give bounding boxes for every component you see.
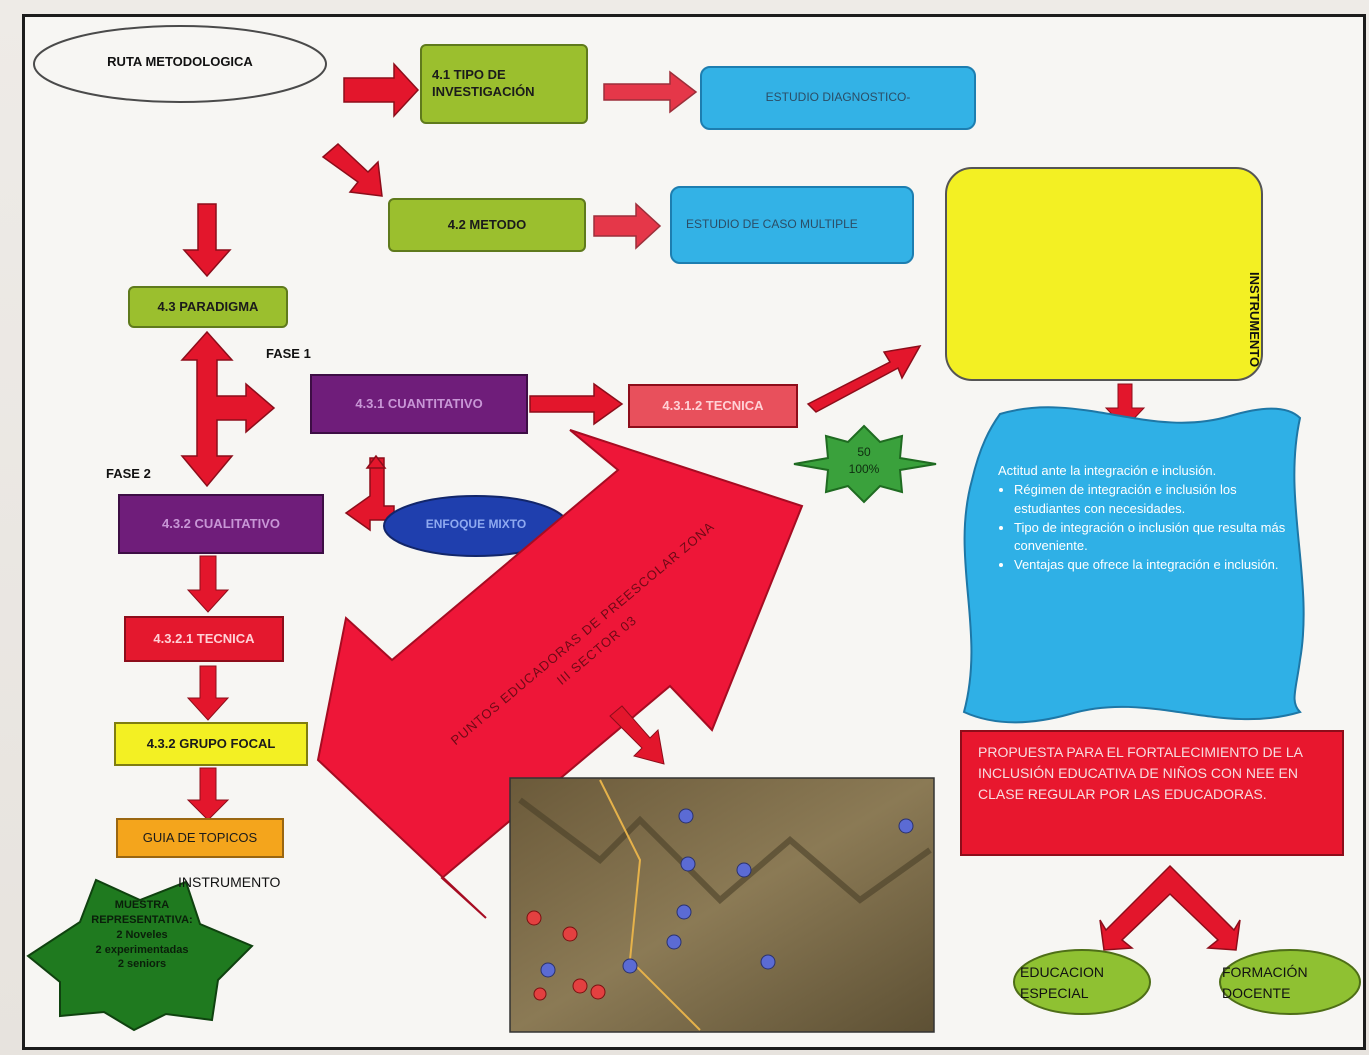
muestra-line-5: 2 seniors xyxy=(117,958,167,971)
grupo-focal-label: 4.3.2 GRUPO FOCAL xyxy=(146,735,276,751)
arrow-paradigma-branch xyxy=(180,330,276,488)
arrow-down-1 xyxy=(186,555,230,613)
arrow-ruta-tipo xyxy=(343,62,420,118)
guia-label: GUIA DE TOPICOS xyxy=(142,829,258,845)
guia-node: GUIA DE TOPICOS xyxy=(116,818,284,858)
tipo-investigacion-node: 4.1 TIPO DE INVESTIGACIÓN xyxy=(420,44,588,124)
muestra-line-2: REPRESENTATIVA: xyxy=(91,913,193,926)
muestra-line-3: 2 Noveles xyxy=(116,928,168,941)
propuesta-label: PROPUESTA PARA EL FORTALECIMIENTO DE LA … xyxy=(978,744,1303,802)
arrow-enfoque-cualitativo xyxy=(344,457,395,532)
cuantitativo-label: 4.3.1 CUANTITATIVO xyxy=(355,395,483,411)
paradigma-node: 4.3 PARADIGMA xyxy=(128,286,288,328)
arrow-down-paradigma xyxy=(182,203,232,278)
fase1-label: FASE 1 xyxy=(266,346,311,361)
tecnica1-label: 4.3.1.2 TECNICA xyxy=(662,397,764,413)
grupo-focal-node: 4.3.2 GRUPO FOCAL xyxy=(114,722,308,766)
map-markers xyxy=(540,808,914,978)
arrow-enfoque-up xyxy=(365,454,387,469)
starburst-50 xyxy=(793,424,937,504)
metodo-label: 4.2 METODO xyxy=(447,216,527,232)
muestra-star xyxy=(26,878,254,1032)
educacion-ellipse xyxy=(1013,949,1151,1015)
metodo-node: 4.2 METODO xyxy=(388,198,586,252)
wave-item: Actitud ante la integración e inclusión. xyxy=(998,463,1217,478)
cualitativo-node: 4.3.2 CUALITATIVO xyxy=(118,494,324,554)
arrow-ruta-metodo xyxy=(321,142,383,197)
fase2-label: FASE 2 xyxy=(106,466,151,481)
instrumento-bottom-label: INSTRUMENTO xyxy=(178,874,281,890)
map-ridges xyxy=(518,797,932,905)
cincuenta-1: 50 xyxy=(857,445,871,459)
propuesta-box: PROPUESTA PARA EL FORTALECIMIENTO DE LA … xyxy=(960,730,1344,856)
muestra-text: MUESTRA REPRESENTATIVA: 2 Noveles 2 expe… xyxy=(72,898,212,972)
cincuenta-text: 50 100% xyxy=(834,444,894,478)
arrow-metodo-caso xyxy=(593,202,662,250)
muestra-line-1: MUESTRA xyxy=(114,899,170,911)
map-road xyxy=(599,779,701,1031)
instrumento-box xyxy=(945,167,1263,381)
cualitativo-label: 4.3.2 CUALITATIVO xyxy=(162,515,280,531)
instrumento-side-label: INSTRUMENTO xyxy=(1247,272,1262,368)
wave-item: Ventajas que ofrece la integración e inc… xyxy=(1014,556,1302,575)
estudio-diagnostico-node: ESTUDIO DIAGNOSTICO- xyxy=(700,66,976,130)
chevron-branch xyxy=(1099,864,1241,951)
arrow-cuanti-tecnica xyxy=(529,382,624,426)
formacion-ellipse xyxy=(1219,949,1361,1015)
estudio-caso-node: ESTUDIO DE CASO MULTIPLE xyxy=(670,186,914,264)
wave-panel xyxy=(962,406,1305,724)
cuantitativo-node: 4.3.1 CUANTITATIVO xyxy=(310,374,528,434)
wave-list: Actitud ante la integración e inclusión.… xyxy=(998,462,1302,575)
ruta-label: RUTA METODOLOGICA xyxy=(107,54,253,69)
cincuenta-2: 100% xyxy=(848,461,880,476)
wave-item: Tipo de integración o inclusión que resu… xyxy=(1014,519,1302,557)
enfoque-label: ENFOQUE MIXTO xyxy=(425,517,527,531)
estudio-diag-label: ESTUDIO DIAGNOSTICO- xyxy=(765,90,911,105)
tecnica2-node: 4.3.2.1 TECNICA xyxy=(124,616,284,662)
big-double-arrow xyxy=(316,429,804,919)
arrow-tecnica-instrumento xyxy=(806,345,922,413)
paradigma-label: 4.3 PARADIGMA xyxy=(157,298,259,314)
arrow-down-2 xyxy=(186,665,230,721)
estudio-caso-label: ESTUDIO DE CASO MULTIPLE xyxy=(686,217,858,232)
formacion-label: FORMACIÓN DOCENTE xyxy=(1222,964,1308,1001)
arrow-down-3 xyxy=(186,767,230,821)
educacion-label: EDUCACION ESPECIAL xyxy=(1020,964,1105,1001)
arrow-tipo-diag xyxy=(603,70,698,114)
tecnica1-node: 4.3.1.2 TECNICA xyxy=(628,384,798,428)
muestra-line-4: 2 experimentadas xyxy=(95,943,189,956)
arrow-to-map xyxy=(609,705,665,765)
ruta-ellipse xyxy=(33,25,327,103)
tecnica2-label: 4.3.2.1 TECNICA xyxy=(153,630,255,646)
map-image xyxy=(509,777,935,1033)
map-markers-red xyxy=(526,910,606,1001)
wave-item: Régimen de integración e inclusión los e… xyxy=(1014,481,1302,519)
tipo-label: 4.1 TIPO DE INVESTIGACIÓN xyxy=(432,67,535,99)
